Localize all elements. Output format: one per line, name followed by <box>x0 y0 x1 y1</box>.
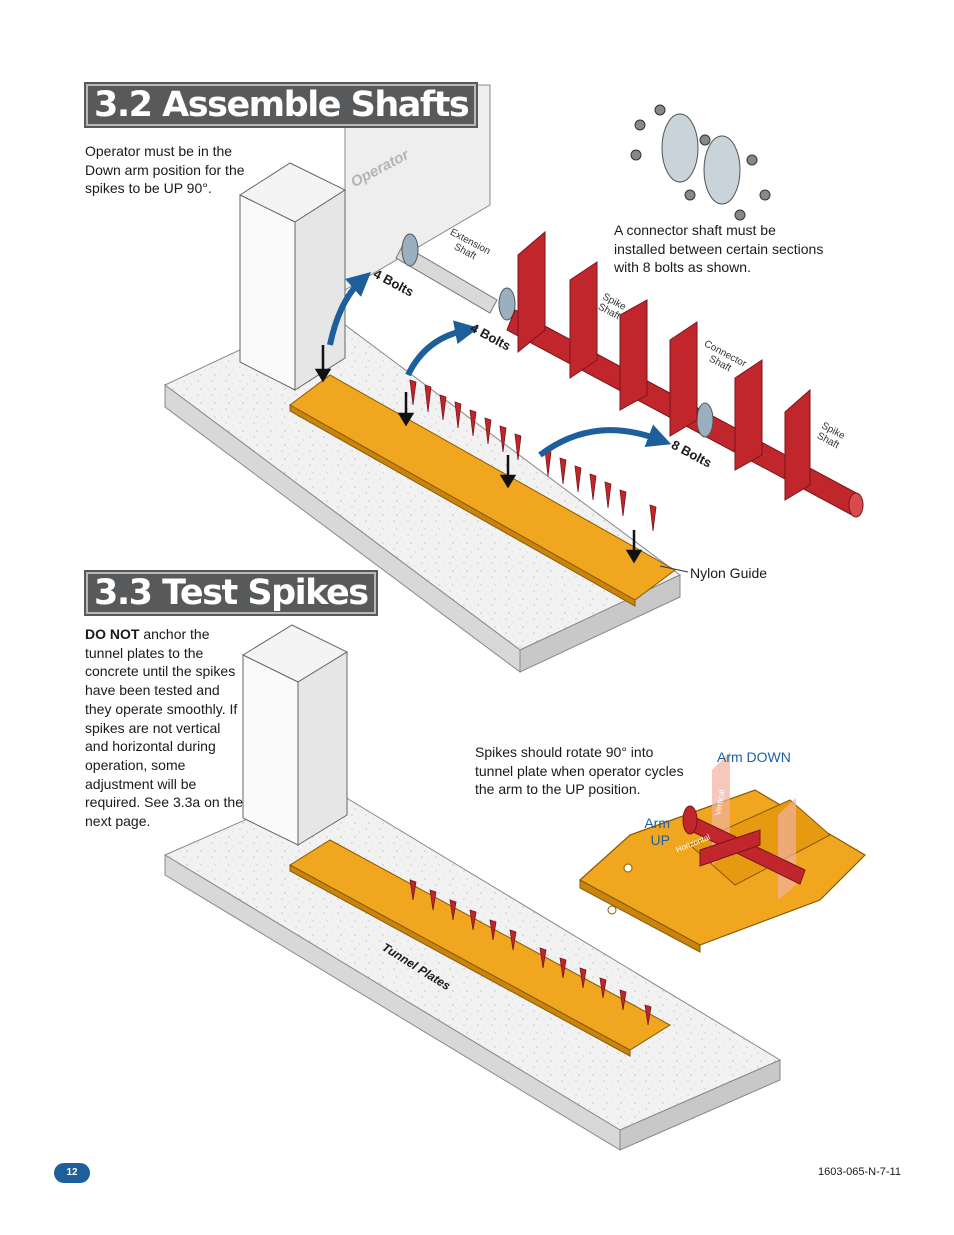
small-spike-row <box>409 879 652 1026</box>
tunnel-plate-detail <box>578 752 866 953</box>
operator-housing-front <box>239 194 296 391</box>
section-heading-3-2: 3.2 Assemble Shafts <box>83 82 479 128</box>
connector-note: A connector shaft must be installed betw… <box>614 222 824 275</box>
horizontal-spike <box>699 829 761 867</box>
tunnel-plate-edge <box>289 864 631 1057</box>
small-spike-row <box>409 379 657 532</box>
rotate-note: Spikes should rotate 90° into tunnel pla… <box>475 744 684 797</box>
shaft-end <box>848 492 864 518</box>
concrete-pad-side <box>619 1059 781 1151</box>
shaft-flange <box>401 233 419 267</box>
down-arrow-icon <box>314 345 643 564</box>
spike-fin <box>517 230 546 354</box>
warning-emphasis: DO NOT <box>85 626 140 642</box>
warning-body: anchor the tunnel plates to the concrete… <box>85 626 244 830</box>
page-number-badge: 12 <box>54 1163 90 1183</box>
spike-fin <box>669 321 698 437</box>
label-arm-down: Arm DOWN <box>717 749 791 765</box>
label-nylon-guide: Nylon Guide <box>690 565 768 581</box>
blue-arrow-icon <box>327 272 672 458</box>
spike-fin <box>619 299 648 411</box>
extension-shaft <box>395 244 498 314</box>
spike-fin <box>569 261 598 379</box>
section-heading-3-3: 3.3 Test Spikes <box>84 570 378 616</box>
warning-note: DO NOT anchor the tunnel plates to the c… <box>85 625 243 831</box>
vertical-spike-ghost <box>778 798 796 900</box>
nylon-guide-leader <box>659 565 689 573</box>
tunnel-plate-edge <box>289 404 636 607</box>
connector-flange <box>696 402 714 438</box>
operator-note: Operator must be in the Down arm positio… <box>85 143 245 197</box>
connector-flange-exploded <box>630 104 771 221</box>
operator-housing-side <box>294 189 346 391</box>
operator-housing-front <box>242 654 299 846</box>
spike-fin <box>734 359 763 471</box>
document-code: 1603-065-N-7-11 <box>818 1166 901 1178</box>
label-arm-up: Arm UP <box>644 815 670 848</box>
operator-housing-side <box>297 651 348 846</box>
shaft-flange <box>498 287 516 321</box>
spike-fin <box>784 388 811 501</box>
